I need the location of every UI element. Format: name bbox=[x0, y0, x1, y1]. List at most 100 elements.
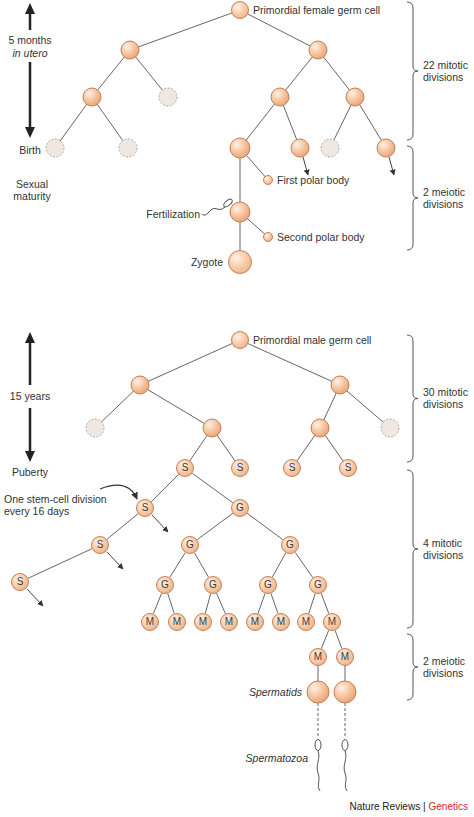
time-label: in utero bbox=[0, 47, 60, 60]
lineage-line bbox=[197, 513, 233, 539]
sperm-tail bbox=[317, 751, 320, 791]
lineage-line bbox=[340, 385, 390, 428]
division-count: 4 mitotic divisions bbox=[423, 537, 474, 562]
degenerating-cell bbox=[159, 88, 177, 106]
lineage-line bbox=[309, 594, 315, 614]
degenerating-cell bbox=[381, 419, 399, 437]
germ-cell bbox=[346, 88, 364, 106]
cell-label: Primordial male germ cell bbox=[253, 334, 371, 347]
cell-letter: S bbox=[17, 577, 24, 587]
time-label: 15 years bbox=[0, 390, 60, 403]
cell-letter: S bbox=[97, 540, 104, 550]
germ-cell bbox=[334, 681, 356, 703]
degenerating-cell bbox=[119, 139, 137, 157]
time-arrow-head bbox=[25, 332, 35, 343]
cell-letter: M bbox=[173, 617, 181, 627]
cell-node: G bbox=[281, 536, 299, 554]
lineage-line bbox=[140, 385, 212, 428]
cell-node: S bbox=[231, 459, 249, 477]
degenerating-cell bbox=[46, 139, 64, 157]
differentiation-arrow bbox=[389, 157, 394, 175]
cell-node: M bbox=[194, 613, 212, 631]
cell-node: M bbox=[220, 613, 238, 631]
journal-credit: Genetics bbox=[429, 801, 468, 812]
germ-cell bbox=[230, 138, 250, 158]
sperm-head bbox=[342, 740, 348, 751]
cell-letter: M bbox=[225, 617, 233, 627]
cell-node: Second polar body bbox=[263, 232, 273, 242]
cell-letter: M bbox=[341, 652, 349, 662]
time-arrow bbox=[29, 12, 32, 30]
cell-node: M bbox=[297, 613, 315, 631]
division-count: 22 mitotic divisions bbox=[423, 59, 474, 84]
time-label: 5 months bbox=[0, 34, 60, 47]
division-count: 2 meiotic divisions bbox=[423, 655, 474, 680]
cell-node: First polar body bbox=[263, 175, 273, 185]
cell-letter: S bbox=[142, 503, 149, 513]
cell-letter: M bbox=[328, 617, 336, 627]
cell-node: S bbox=[339, 459, 357, 477]
cell-node: G bbox=[181, 536, 199, 554]
lineage-line bbox=[194, 553, 208, 577]
cell-node: S bbox=[176, 459, 194, 477]
cell-node: Zygote bbox=[228, 250, 252, 274]
lineage-line bbox=[192, 473, 232, 502]
division-bracket bbox=[407, 2, 418, 140]
germ-cell bbox=[131, 376, 149, 394]
germ-cell bbox=[203, 419, 221, 437]
cell-node: M bbox=[141, 613, 159, 631]
lineage-line bbox=[240, 10, 318, 50]
cell-letter: S bbox=[237, 463, 244, 473]
cell-node: M bbox=[336, 648, 354, 666]
lineage-line bbox=[258, 593, 265, 613]
cell-type-label: Spermatozoa bbox=[246, 752, 308, 765]
lineage-line bbox=[240, 340, 340, 385]
cell-letter: G bbox=[209, 580, 217, 590]
cell-node: M bbox=[309, 648, 327, 666]
cell-letter: G bbox=[286, 540, 294, 550]
division-bracket bbox=[407, 634, 418, 700]
lineage-line bbox=[271, 593, 278, 613]
time-arrow bbox=[29, 408, 32, 453]
cell-node: G bbox=[231, 499, 249, 517]
cell-letter: G bbox=[161, 580, 169, 590]
germ-cell bbox=[307, 681, 329, 703]
germ-cell bbox=[309, 41, 327, 59]
cell-node: S bbox=[11, 573, 29, 591]
time-arrow-head bbox=[25, 3, 35, 14]
time-arrow-head bbox=[25, 127, 35, 138]
cell-node: S bbox=[136, 499, 154, 517]
degenerating-cell bbox=[86, 419, 104, 437]
cell-label: Primordial female germ cell bbox=[253, 4, 380, 17]
germ-cell bbox=[311, 419, 329, 437]
lineage-line bbox=[321, 593, 329, 613]
differentiation-arrow bbox=[27, 589, 43, 606]
cell-node: Primordial male germ cell bbox=[231, 331, 249, 349]
lineage-line bbox=[272, 553, 285, 577]
lineage-line bbox=[170, 553, 185, 578]
cell-node: G bbox=[156, 576, 174, 594]
cell-label: Zygote bbox=[191, 256, 223, 269]
lineage-line bbox=[107, 514, 138, 540]
cell-label: Second polar body bbox=[277, 231, 365, 244]
germ-cell bbox=[291, 139, 309, 157]
cell-node: G bbox=[309, 576, 327, 594]
division-count: 2 meiotic divisions bbox=[423, 186, 474, 211]
lineage-line bbox=[217, 593, 226, 613]
cell-node: M bbox=[272, 613, 290, 631]
lineage-line bbox=[151, 474, 178, 501]
division-count: 30 mitotic divisions bbox=[423, 386, 474, 411]
cell-letter: G bbox=[264, 580, 272, 590]
stage-label: Sexual maturity bbox=[3, 178, 61, 203]
sperm-head bbox=[223, 198, 234, 208]
lineage-line bbox=[168, 594, 174, 614]
cell-node: M bbox=[323, 613, 341, 631]
degenerating-cell bbox=[321, 139, 339, 157]
lineage-line bbox=[140, 340, 240, 385]
germ-cell bbox=[271, 88, 289, 106]
time-arrow bbox=[29, 341, 32, 385]
cell-node: S bbox=[283, 459, 301, 477]
cell-node: G bbox=[259, 576, 277, 594]
cell-node: M bbox=[246, 613, 264, 631]
